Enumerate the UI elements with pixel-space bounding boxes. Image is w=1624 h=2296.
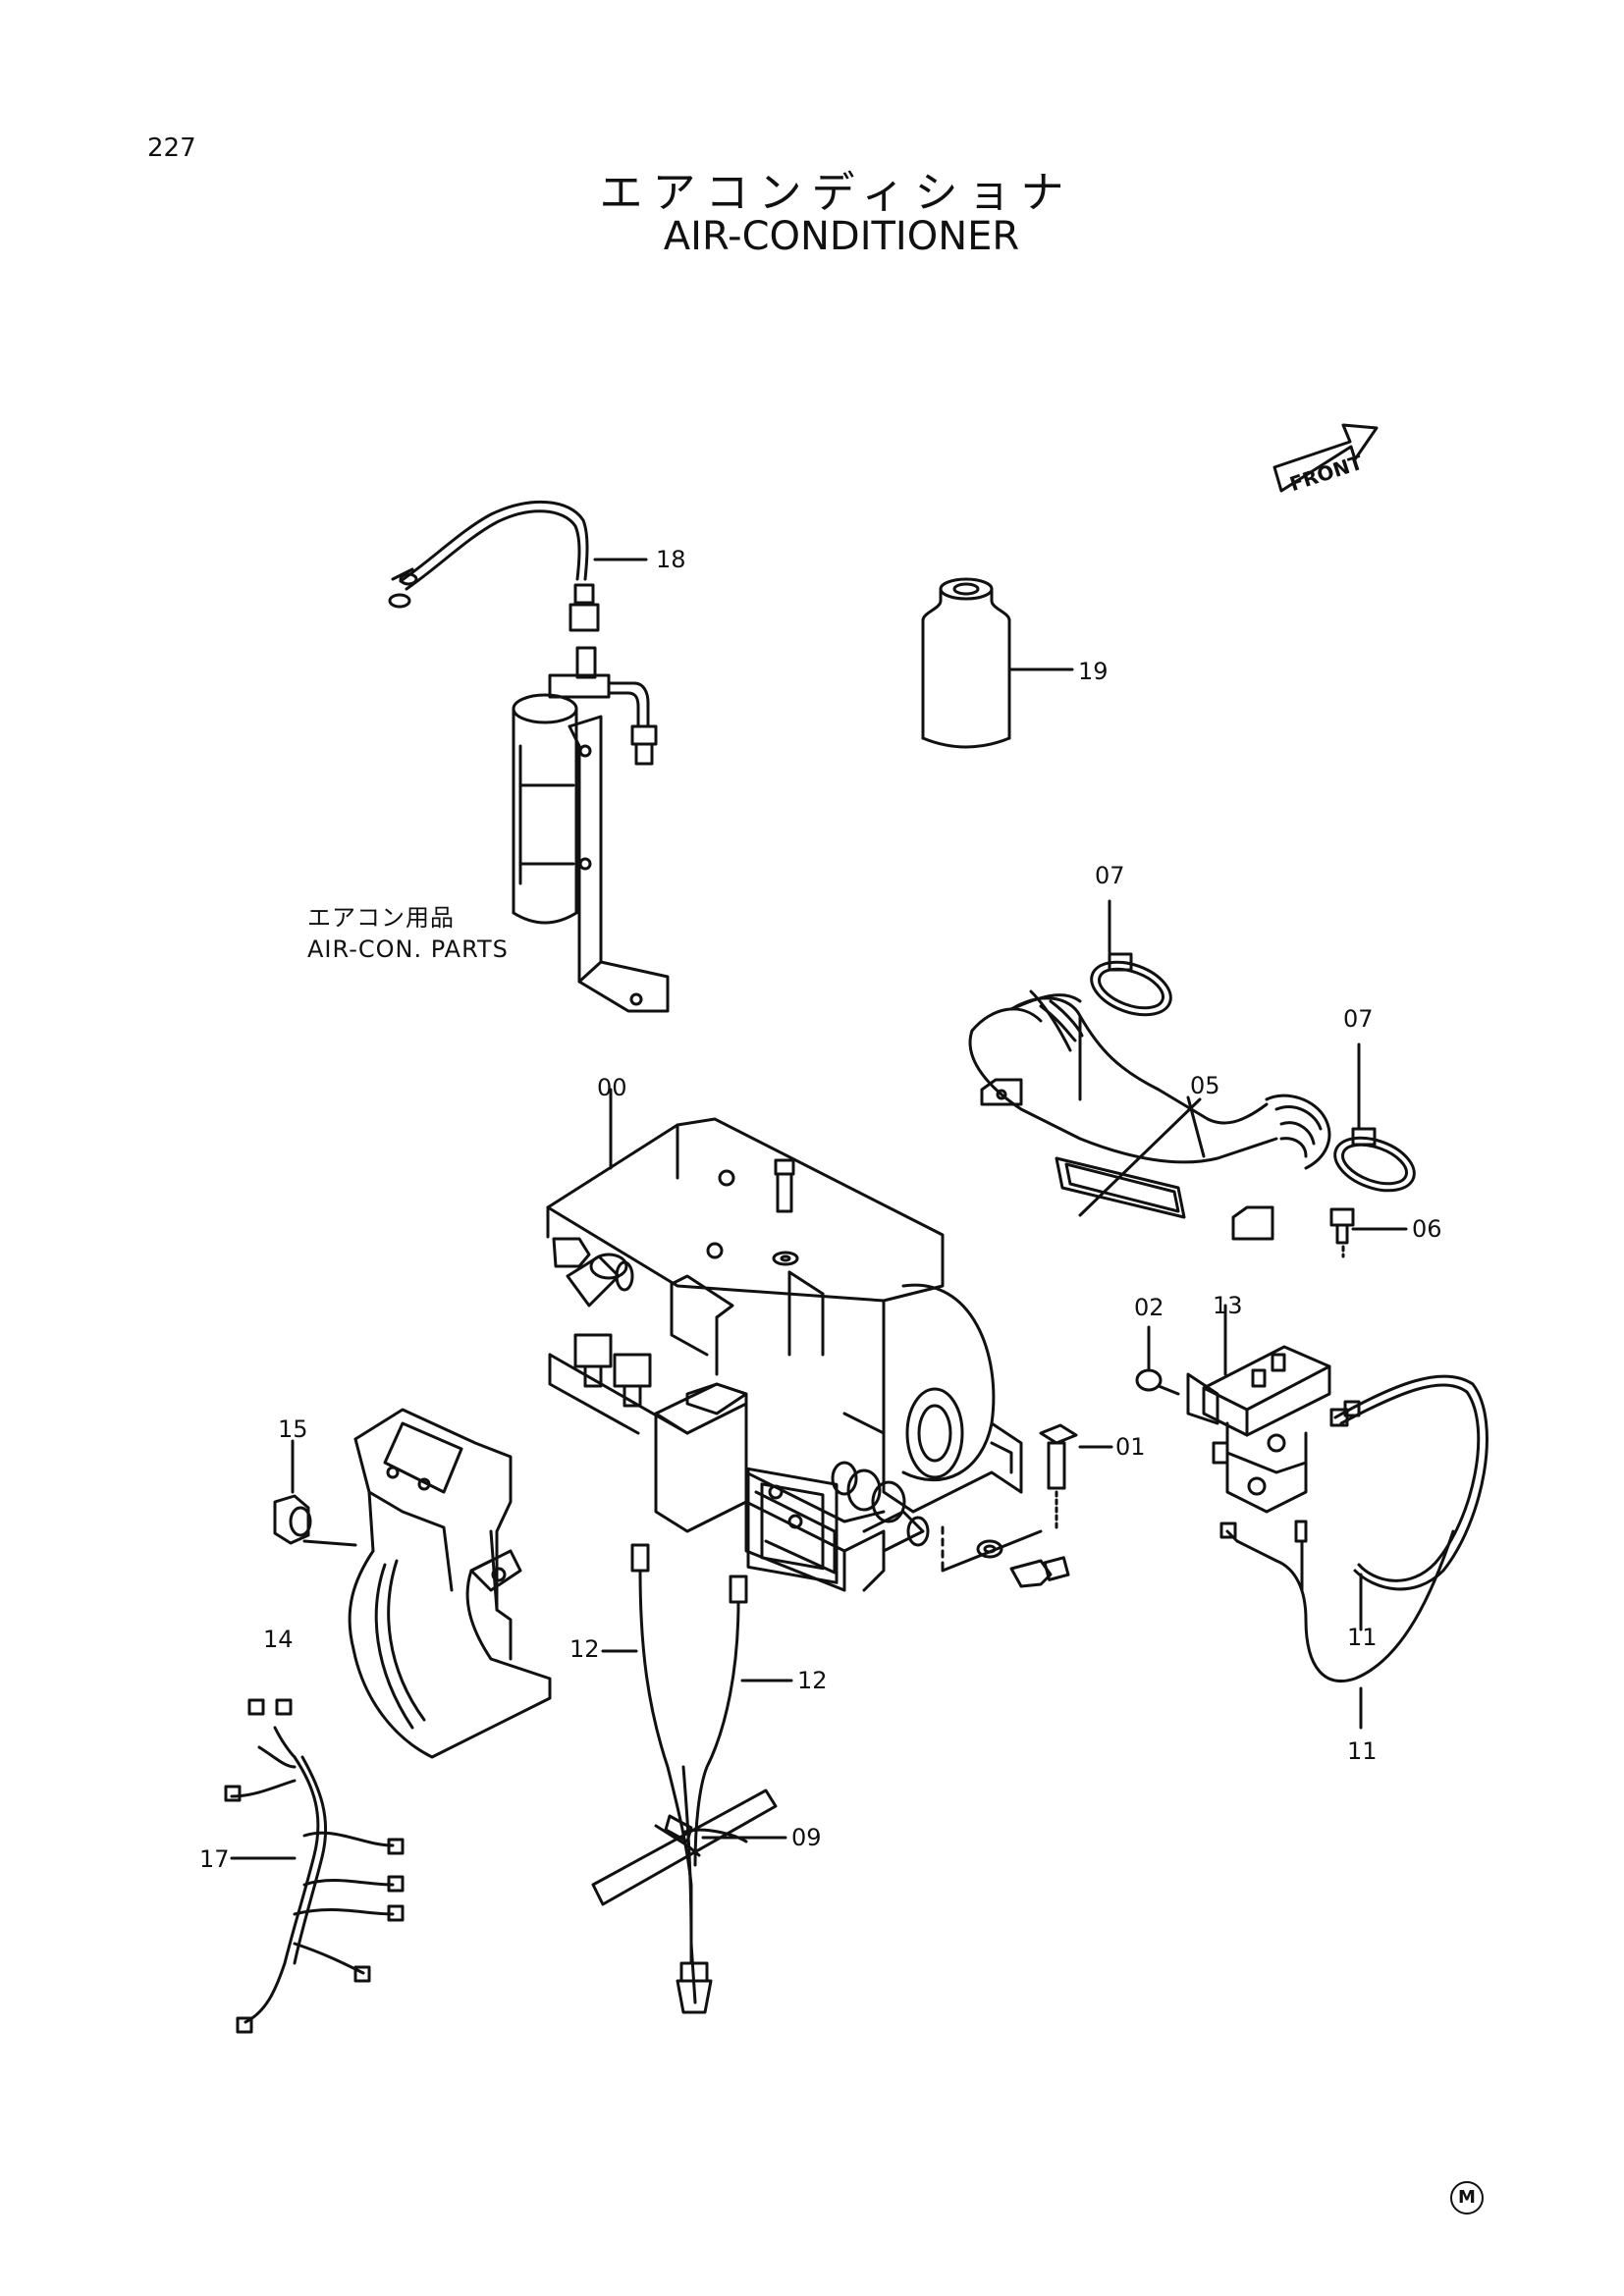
bolt-01 [1039,1423,1113,1533]
callout-06: 06 [1412,1215,1442,1243]
rubber-cap [273,1439,312,1545]
bolt-06 [1329,1207,1408,1258]
control-cables [1219,1374,1489,1730]
callout-13: 13 [1213,1292,1243,1319]
callout-11-upper: 11 [1347,1624,1378,1651]
wire-harness [224,1698,405,2034]
corner-mark-icon: M [1450,2181,1484,2215]
callout-19: 19 [1078,658,1109,685]
air-con-parts-note-english: AIR-CON. PARTS [307,935,509,963]
callout-02: 02 [1134,1294,1164,1321]
filter-cylinder [921,577,1074,749]
callout-14: 14 [263,1626,294,1653]
callout-09: 09 [791,1824,822,1851]
main-air-conditioner-unit [546,1088,1043,1592]
callout-07-upper: 07 [1095,862,1125,889]
front-arrow-icon: FRONT [1272,423,1379,496]
hose-clamp-lower [1333,1042,1416,1193]
control-panel [1186,1304,1331,1514]
callout-12-left: 12 [569,1635,600,1663]
side-duct [302,1408,552,1759]
callout-05: 05 [1190,1072,1220,1099]
leader-lines [1078,1097,1202,1217]
wire-pair-and-tie [591,1543,793,2014]
air-con-parts-note-japanese: エアコン用品 [307,904,455,932]
callout-18: 18 [656,546,686,573]
page-number: 227 [147,133,196,163]
hose-clamp-upper [1090,899,1172,1017]
callout-00: 00 [597,1074,627,1101]
washer-and-bolt [976,1539,1070,1588]
pressure-switch-wire [388,500,648,632]
callout-07-lower: 07 [1343,1005,1374,1033]
callout-11-lower: 11 [1347,1737,1378,1765]
air-duct [968,989,1331,1241]
callout-01: 01 [1115,1433,1146,1461]
callout-15: 15 [278,1415,308,1443]
page-title-english: AIR-CONDITIONER [663,214,1020,259]
bolt-02 [1135,1325,1180,1396]
callout-17: 17 [199,1845,230,1873]
receiver-dryer [512,646,670,1013]
page-title-japanese: エアコンディショナ [599,168,1074,218]
callout-12-right: 12 [797,1667,828,1694]
